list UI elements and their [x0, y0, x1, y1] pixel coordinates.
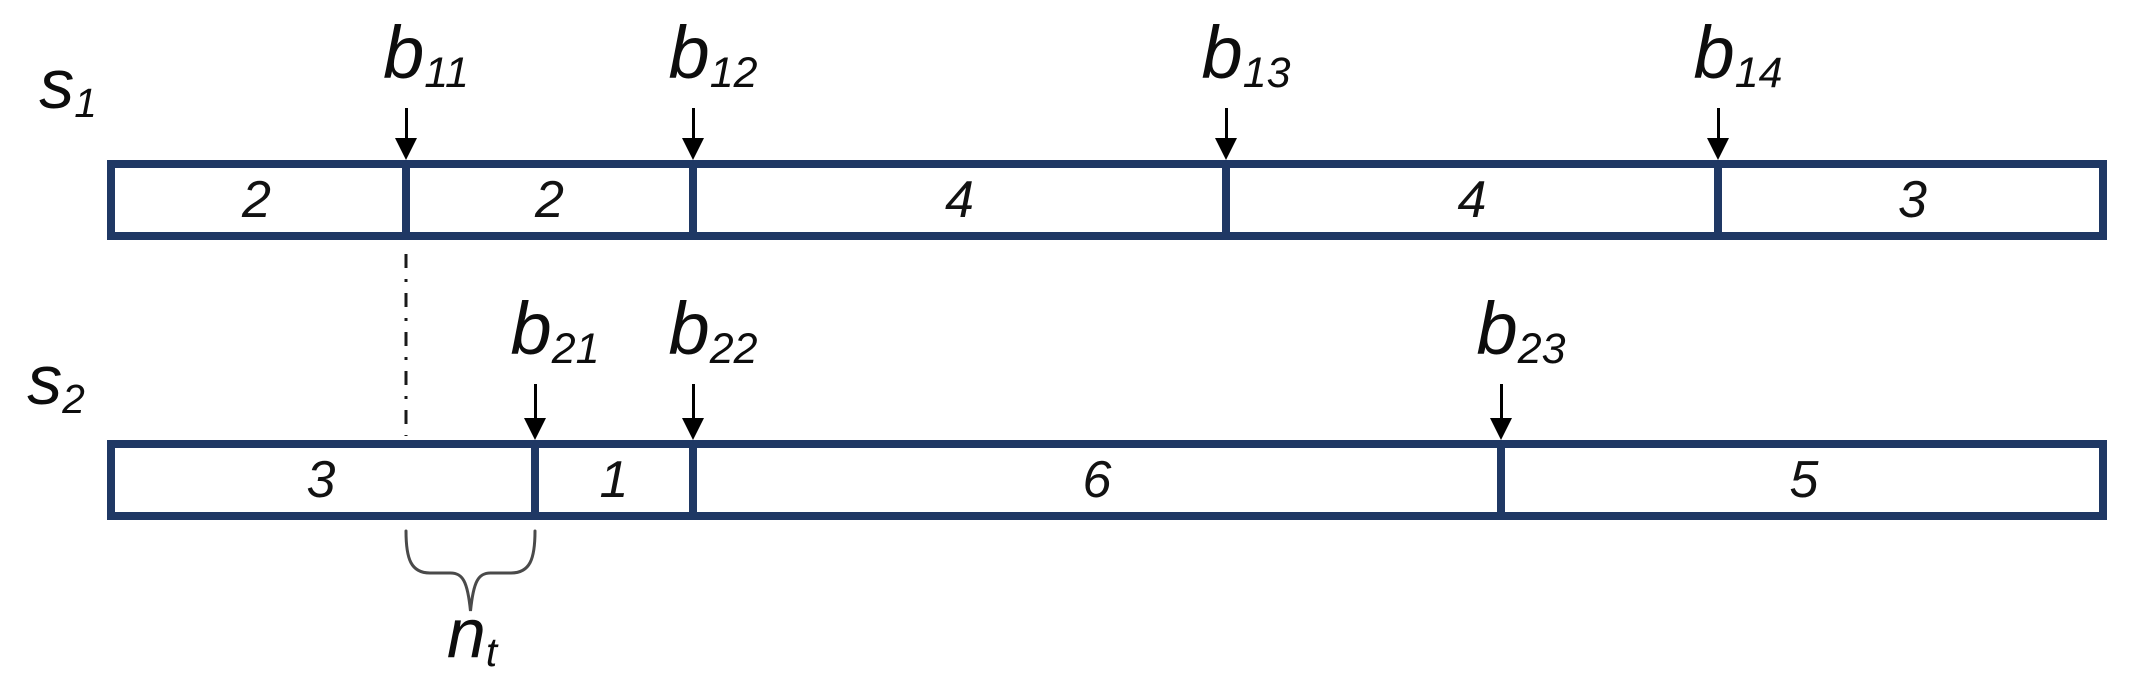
- boundary-label-b13: b13: [1202, 16, 1291, 95]
- down-arrowhead-icon: [1707, 138, 1729, 160]
- label-base: b: [1693, 11, 1735, 94]
- nt-label: nt: [447, 598, 497, 672]
- label-base: s: [39, 45, 75, 123]
- boundary-arrow-stem: [533, 384, 537, 420]
- segment-value: 2: [535, 171, 564, 229]
- boundary-arrow-stem: [1716, 108, 1720, 140]
- label-base: b: [668, 11, 710, 94]
- boundary-label-b22: b22: [669, 292, 758, 371]
- down-arrowhead-icon: [1215, 138, 1237, 160]
- label-base: s: [27, 341, 63, 419]
- nt-label-sub: t: [485, 628, 498, 675]
- label-subscript: 23: [1517, 325, 1566, 374]
- segment-value: 4: [1457, 171, 1487, 229]
- boundary-arrow-stem: [404, 108, 408, 140]
- down-arrowhead-icon: [524, 418, 546, 440]
- sequence-label-s2: s2: [27, 345, 85, 419]
- label-base: b: [1201, 11, 1243, 94]
- label-subscript: 11: [424, 49, 469, 98]
- sequence-bar-s2: [107, 440, 2107, 520]
- segment-divider: [531, 440, 539, 520]
- segment-value: 1: [599, 451, 629, 509]
- label-base: b: [668, 287, 710, 370]
- label-subscript: 14: [1734, 49, 1783, 98]
- segment-divider: [402, 160, 410, 240]
- segment-value: 2: [242, 171, 271, 229]
- down-arrowhead-icon: [395, 138, 417, 160]
- down-arrowhead-icon: [682, 418, 704, 440]
- label-base: b: [510, 287, 552, 370]
- segment-divider: [1714, 160, 1722, 240]
- label-base: b: [383, 11, 425, 94]
- boundary-arrow-stem: [1499, 384, 1503, 420]
- segment-value: 6: [1082, 451, 1112, 509]
- segment-divider: [689, 160, 697, 240]
- segment-divider: [689, 440, 697, 520]
- label-subscript: 22: [709, 325, 758, 374]
- label-subscript: 21: [551, 325, 600, 374]
- boundary-label-b12: b12: [669, 16, 758, 95]
- label-base: b: [1476, 287, 1518, 370]
- label-subscript: 1: [74, 79, 97, 126]
- segment-value: 4: [945, 171, 974, 229]
- boundary-label-b14: b14: [1694, 16, 1783, 95]
- segment-divider: [1222, 160, 1230, 240]
- label-subscript: 12: [709, 49, 758, 98]
- label-subscript: 2: [62, 375, 85, 422]
- label-subscript: 13: [1242, 49, 1291, 98]
- boundary-label-b11: b11: [383, 16, 469, 95]
- boundary-label-b23: b23: [1477, 292, 1566, 371]
- boundary-arrow-stem: [1224, 108, 1228, 140]
- segment-value: 3: [306, 451, 336, 509]
- sequence-label-s1: s1: [39, 49, 97, 123]
- down-arrowhead-icon: [682, 138, 704, 160]
- boundary-arrow-stem: [691, 384, 695, 420]
- down-arrowhead-icon: [1490, 418, 1512, 440]
- boundary-label-b21: b21: [511, 292, 600, 371]
- segment-divider: [1497, 440, 1505, 520]
- sequence-bar-s1: [107, 160, 2107, 240]
- segment-value: 5: [1789, 451, 1819, 509]
- boundary-arrow-stem: [691, 108, 695, 140]
- segment-value: 3: [1898, 171, 1927, 229]
- nt-label-base: n: [446, 594, 486, 672]
